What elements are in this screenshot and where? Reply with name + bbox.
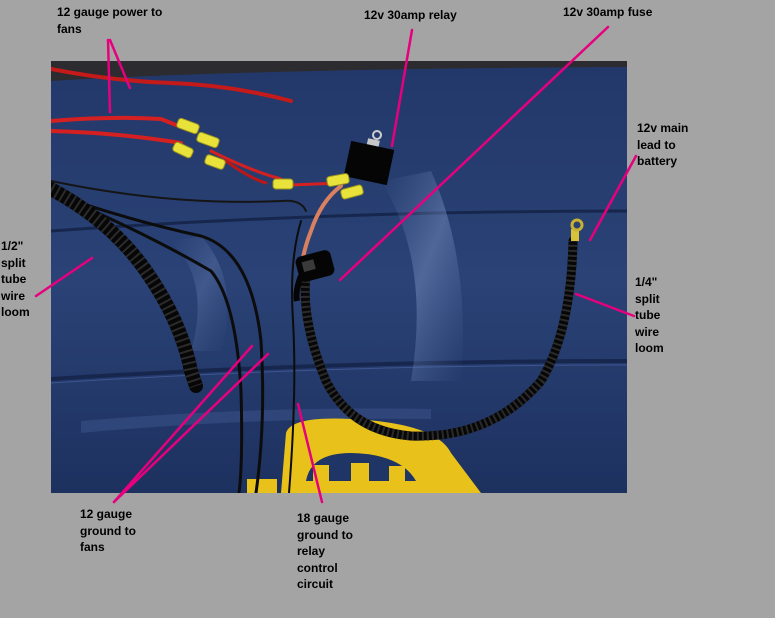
label-loom-quarter: 1/4" split tube wire loom <box>635 275 664 355</box>
label-relay: 12v 30amp relay <box>364 8 457 22</box>
label-ground-to-fans: 12 gauge ground to fans <box>80 507 136 554</box>
label-loom-half: 1/2" split tube wire loom <box>1 239 30 319</box>
wiring-photo <box>51 61 627 493</box>
wiring-photo-illustration <box>51 61 627 493</box>
label-fuse: 12v 30amp fuse <box>563 5 653 19</box>
inline-fuse-icon <box>293 250 335 302</box>
label-power-to-fans: 12 gauge power to fans <box>57 5 163 36</box>
label-main-lead: 12v main lead to battery <box>637 121 689 168</box>
label-ground-to-relay: 18 gauge ground to relay control circuit <box>297 511 353 591</box>
